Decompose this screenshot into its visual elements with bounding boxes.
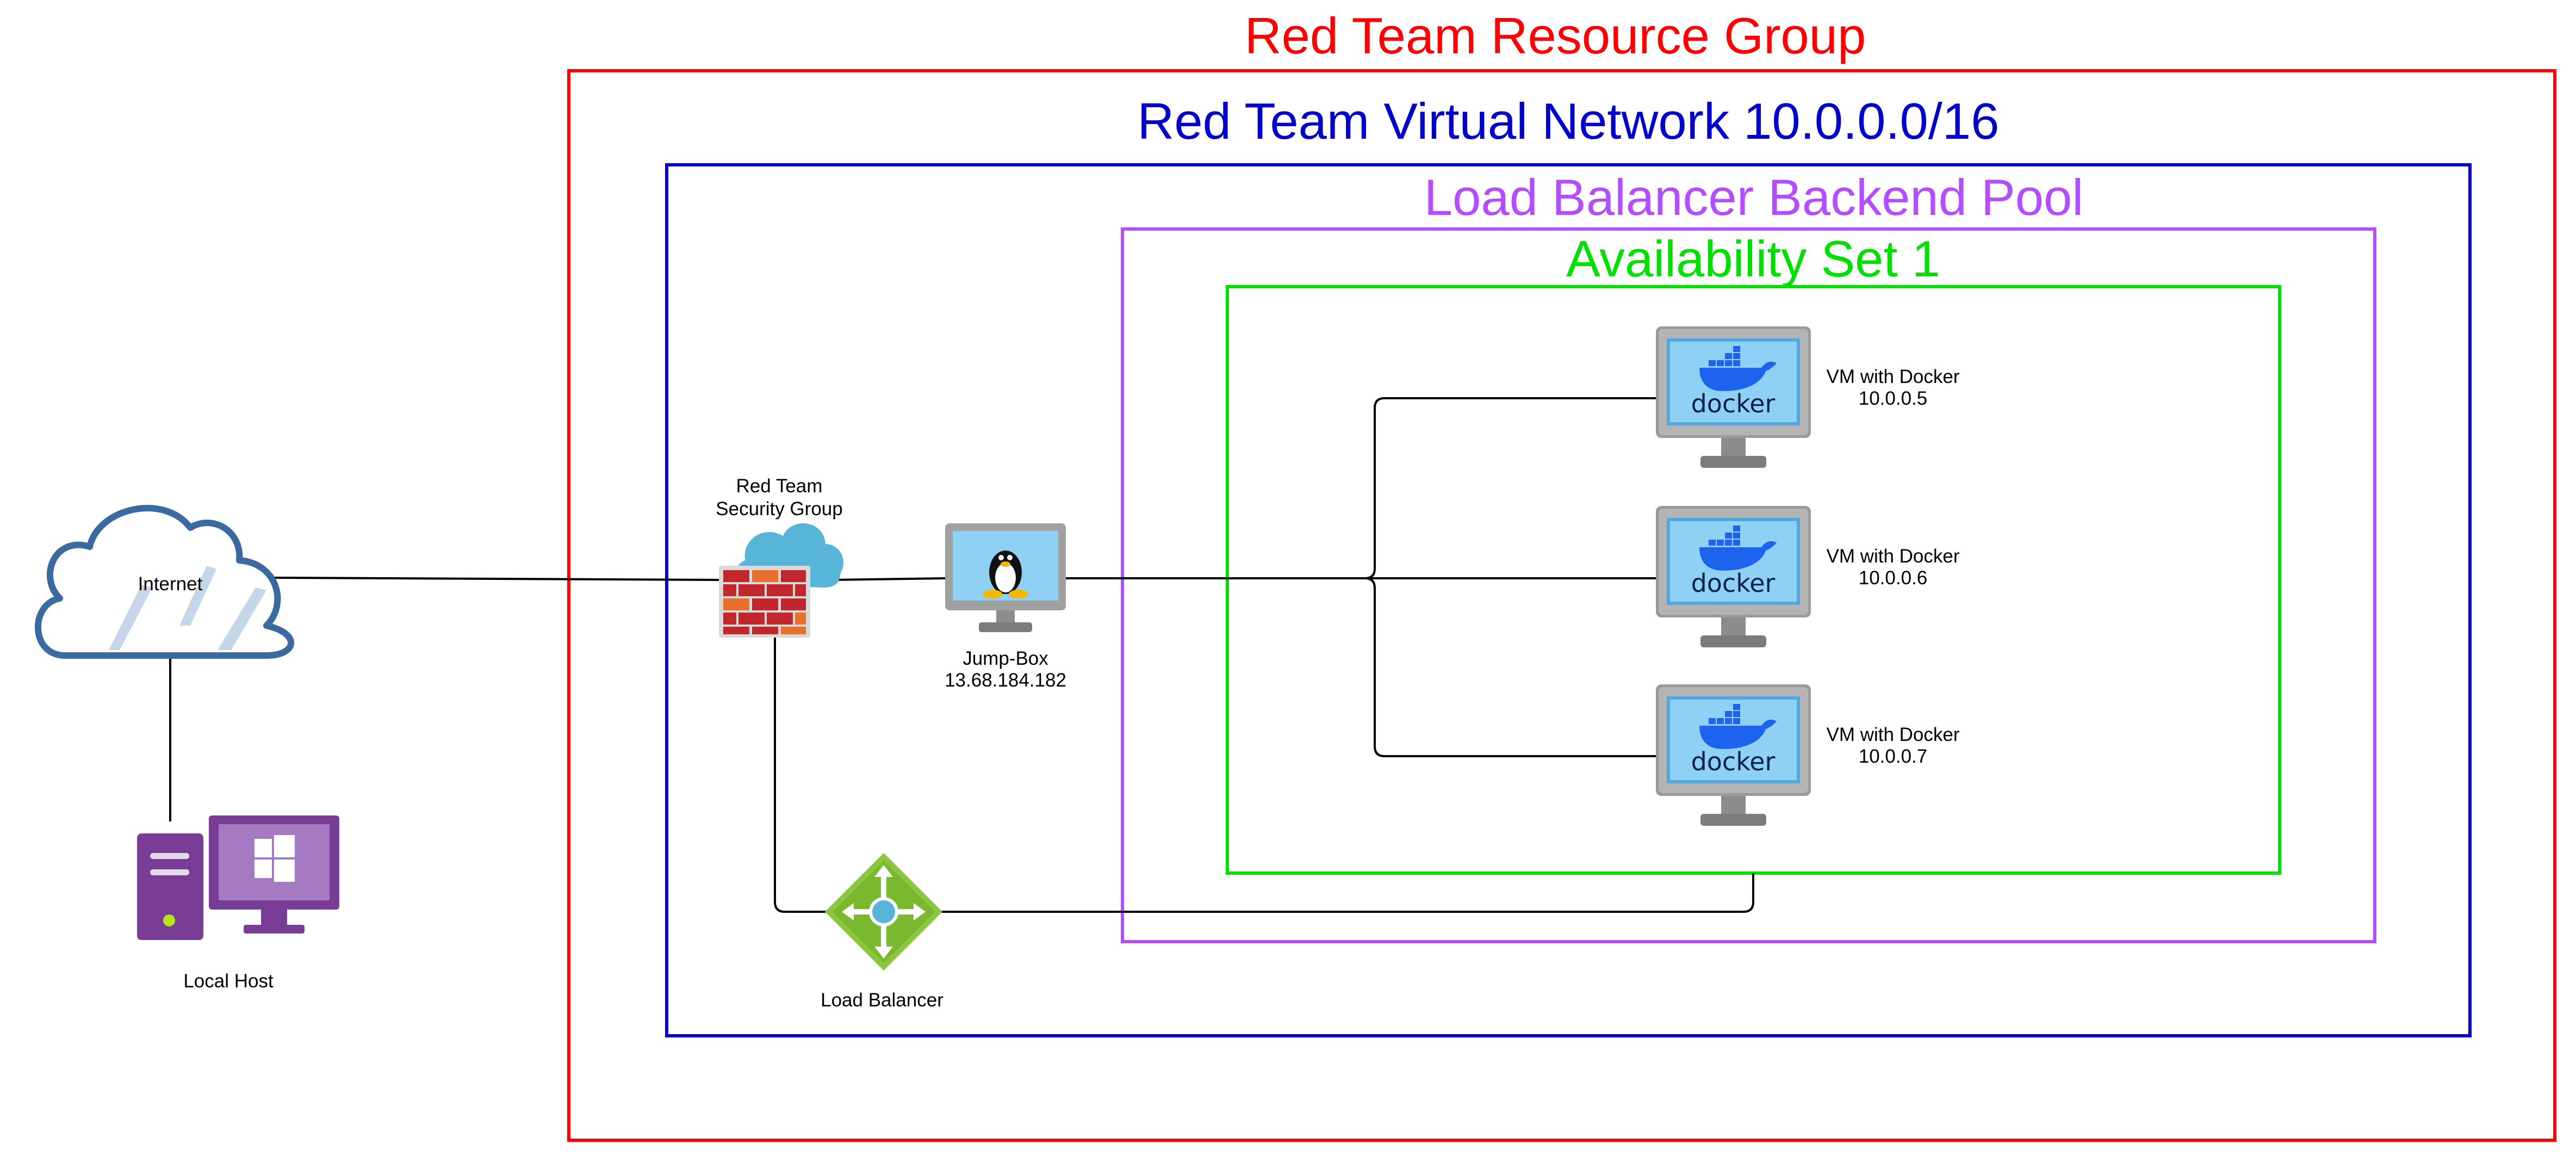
- firewall-to-loadbalancer-link: [774, 636, 832, 913]
- linux-monitor-icon: [945, 523, 1066, 632]
- windows-pc-icon: [137, 815, 339, 940]
- vm-node-3[interactable]: docker VM with Docker 10.0.0.7: [1656, 684, 1960, 826]
- internet-label: Internet: [138, 573, 203, 595]
- vm-ip: 10.0.0.5: [1859, 388, 1928, 409]
- backend-pool-box: [1121, 227, 2376, 943]
- vm-ip: 10.0.0.6: [1859, 567, 1928, 589]
- loadbalancer-to-pool-link: [935, 873, 1754, 913]
- vm-node-1[interactable]: docker VM with Docker 10.0.0.5: [1656, 326, 1960, 468]
- jumpbox-to-vm3-link: [1065, 577, 1656, 757]
- availability-set-title: Availability Set 1: [1566, 230, 1940, 287]
- local-host-label: Local Host: [183, 971, 274, 992]
- virtual-network-box: [665, 163, 2472, 1037]
- jump-box-ip: 13.68.184.182: [945, 670, 1066, 691]
- local-host-node: Local Host: [137, 815, 339, 992]
- security-group-node: Red Team Security Group: [716, 475, 843, 638]
- security-group-label-line1: Red Team: [736, 475, 823, 497]
- vm-name: VM with Docker: [1826, 724, 1959, 745]
- vm-name: VM with Docker: [1826, 546, 1959, 567]
- virtual-network-title: Red Team Virtual Network 10.0.0.0/16: [1138, 92, 2000, 150]
- internet-node: Internet: [34, 505, 294, 659]
- firewall-icon: [719, 523, 843, 638]
- resource-group-box: [567, 69, 2556, 1142]
- vm-logo-text: docker: [1691, 568, 1776, 598]
- cloud-icon: [34, 505, 294, 659]
- connections: [169, 397, 1754, 913]
- load-balancer-icon: [825, 853, 942, 971]
- vm-ip: 10.0.0.7: [1859, 746, 1928, 767]
- vm-logo-text: docker: [1691, 389, 1776, 418]
- vm-name: VM with Docker: [1826, 366, 1959, 387]
- load-balancer-label: Load Balancer: [821, 990, 944, 1011]
- jump-box-name: Jump-Box: [963, 648, 1048, 669]
- vm-logo-text: docker: [1691, 747, 1776, 776]
- firewall-to-jumpbox-link: [831, 577, 947, 581]
- internet-to-firewall-link: [271, 577, 724, 581]
- backend-pool-title: Load Balancer Backend Pool: [1424, 169, 2083, 226]
- security-group-label-line2: Security Group: [716, 498, 842, 520]
- jumpbox-to-vm1-link: [1065, 397, 1656, 579]
- vm-node-2[interactable]: docker VM with Docker 10.0.0.6: [1656, 506, 1960, 647]
- load-balancer-node[interactable]: Load Balancer: [821, 853, 944, 1011]
- jump-box-node[interactable]: Jump-Box 13.68.184.182: [945, 523, 1066, 691]
- resource-group-title: Red Team Resource Group: [1245, 7, 1866, 64]
